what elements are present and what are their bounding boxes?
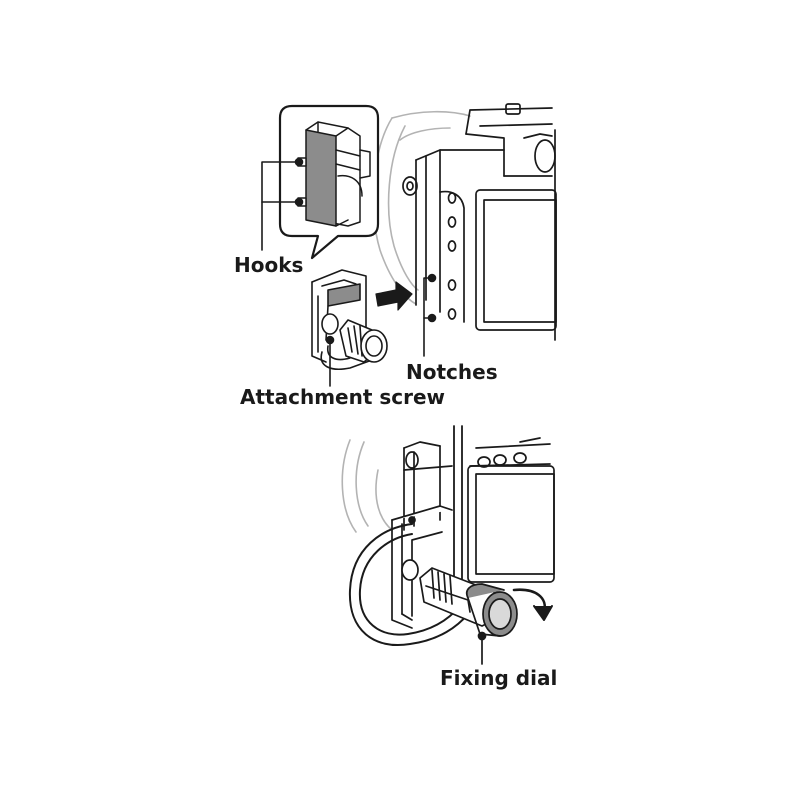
cable-protector-bottom bbox=[348, 505, 518, 665]
notches-label: Notches bbox=[406, 360, 498, 384]
attachment-screw-label: Attachment screw bbox=[240, 385, 446, 409]
insert-arrow-icon bbox=[375, 281, 413, 311]
hooks-callout bbox=[261, 104, 380, 260]
rotate-arrow-icon bbox=[512, 588, 553, 621]
camera-top bbox=[372, 103, 557, 357]
hooks-label: Hooks bbox=[234, 253, 304, 277]
fixing-dial-label: Fixing dial bbox=[440, 666, 558, 690]
cable-protector-top bbox=[311, 269, 388, 387]
